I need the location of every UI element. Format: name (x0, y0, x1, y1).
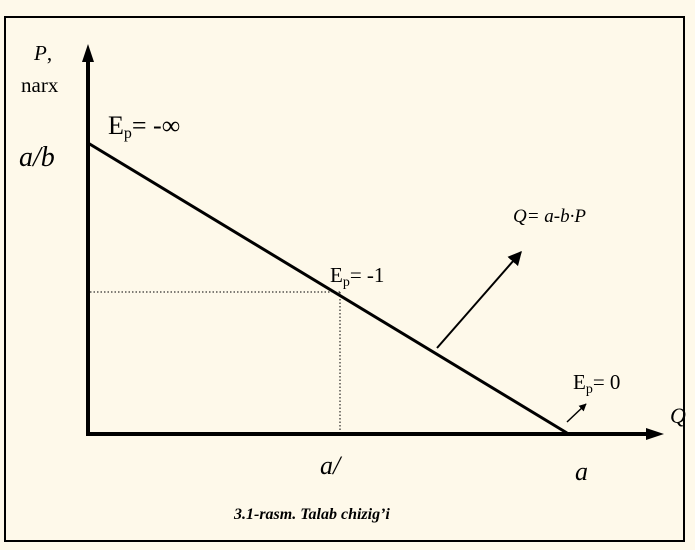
y-axis-comma: , (47, 41, 52, 65)
elasticity-mid-sub: p (343, 275, 350, 290)
elasticity-top-sub: p (124, 125, 132, 142)
elasticity-bottom-value: = 0 (593, 370, 621, 394)
y-axis-arrowhead (82, 44, 94, 62)
demand-line (87, 141, 568, 435)
x-axis-label: Q (670, 403, 686, 428)
demand-equation: Q= a-b·P (513, 206, 586, 227)
elasticity-mid-label: Ep= -1 (330, 263, 384, 290)
y-axis-symbol: P (33, 41, 47, 65)
elasticity-bottom-sub: p (586, 382, 593, 397)
figure-caption: 3.1-rasm. Talab chizig’i (233, 506, 390, 523)
figure-frame (4, 16, 685, 542)
y-axis-word: narx (21, 73, 59, 97)
elasticity-mid-base: E (330, 263, 343, 287)
elasticity-top-label: Ep= -∞ (108, 111, 180, 142)
elasticity-bottom-label: Ep= 0 (573, 370, 620, 397)
elasticity-top-value: = -∞ (132, 111, 180, 140)
x-axis-arrowhead (646, 428, 664, 440)
y-axis-label: P, (33, 41, 52, 65)
elasticity-mid-value: = -1 (350, 263, 385, 287)
zero-elasticity-arrow (566, 403, 587, 423)
y-intercept-label: a/b (19, 142, 55, 173)
equation-pointer-arrow (436, 250, 522, 349)
x-mid-label: a/ (320, 451, 343, 480)
x-intercept-label: a (575, 457, 588, 486)
elasticity-top-base: E (108, 111, 124, 140)
elasticity-bottom-base: E (573, 370, 586, 394)
